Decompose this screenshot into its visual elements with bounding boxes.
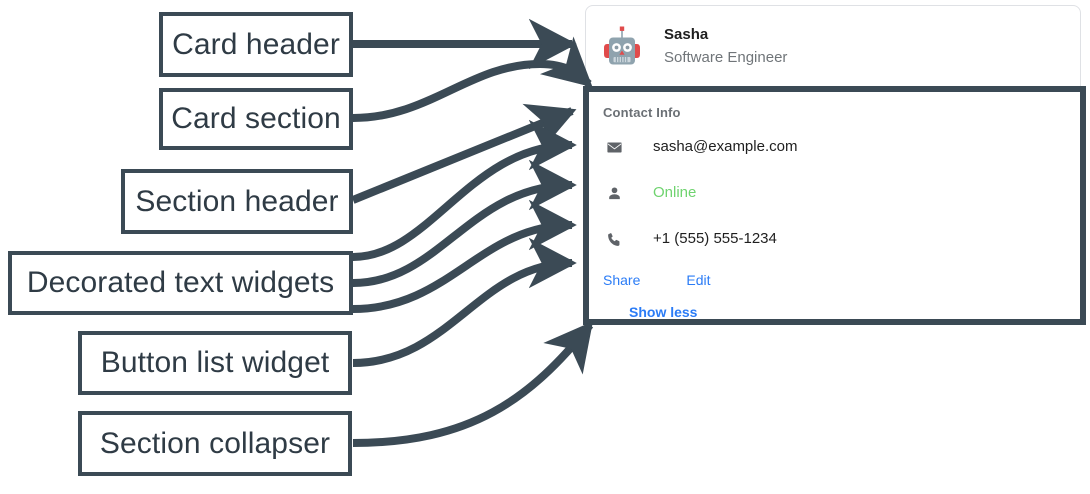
phone-icon — [603, 231, 625, 248]
profile-card: Sasha Software Engineer Contact Info sas… — [585, 5, 1081, 325]
card-header-text: Sasha Software Engineer — [664, 25, 787, 69]
arrow-decorated-email — [352, 119, 577, 261]
decorated-text-widget-phone: +1 (555) 555-1234 — [603, 219, 1080, 259]
robot-avatar-icon — [600, 25, 644, 69]
arrow-section-header — [351, 103, 577, 204]
card-section: Contact Info sasha@example.com — [586, 87, 1080, 322]
callout-section-collapser: Section collapser — [78, 411, 352, 476]
callout-card-section: Card section — [159, 88, 353, 150]
arrow-card-section — [352, 36, 593, 122]
arrow-button-list — [352, 237, 577, 367]
callout-decorated-text-widgets: Decorated text widgets — [8, 251, 353, 315]
decorated-text-widget-status: Online — [603, 173, 1080, 213]
card-header: Sasha Software Engineer — [586, 6, 1080, 88]
status-value: Online — [653, 184, 697, 201]
section-collapser-button[interactable]: Show less — [629, 304, 698, 320]
profile-subtitle: Software Engineer — [664, 49, 788, 66]
email-value: sasha@example.com — [653, 138, 798, 155]
callout-card-header: Card header — [159, 12, 353, 77]
section-header: Contact Info — [603, 105, 681, 120]
arrow-decorated-status — [352, 159, 577, 287]
callout-button-list-widget: Button list widget — [78, 331, 352, 395]
phone-value: +1 (555) 555-1234 — [653, 230, 777, 247]
email-icon — [603, 139, 625, 156]
callout-section-header: Section header — [121, 169, 353, 234]
arrow-decorated-phone — [352, 199, 577, 313]
arrow-section-collapser — [352, 321, 594, 447]
share-button[interactable]: Share — [603, 272, 641, 288]
button-list-widget: Share Edit — [603, 267, 1080, 293]
profile-name: Sasha — [664, 26, 709, 43]
decorated-text-widget-email: sasha@example.com — [603, 127, 1080, 167]
person-icon — [603, 185, 625, 202]
edit-button[interactable]: Edit — [686, 272, 711, 288]
